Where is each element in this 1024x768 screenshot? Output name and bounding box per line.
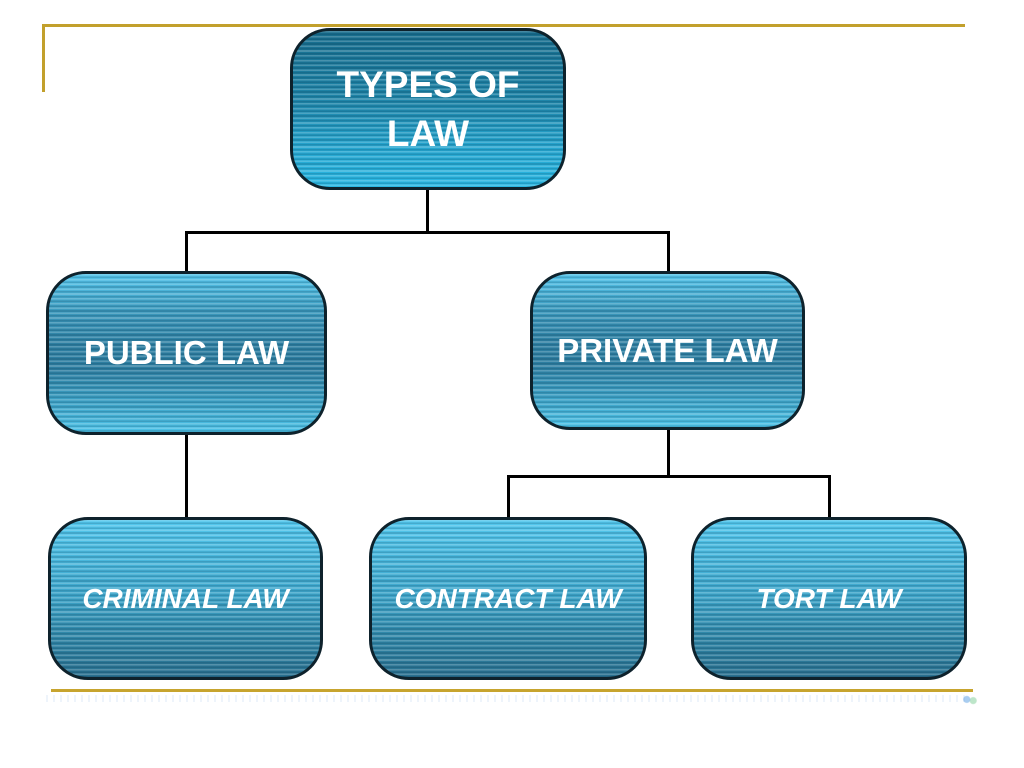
watermark-logo-icon <box>962 694 978 706</box>
node-label: CONTRACT LAW <box>394 582 622 614</box>
node-tort-law: TORT LAW <box>691 517 967 680</box>
connector-bar-to-public <box>185 231 188 274</box>
connector-root-to-level2-stem <box>426 189 429 234</box>
slide-accent-line-bottom <box>51 689 973 692</box>
connector-public-to-criminal <box>185 433 188 520</box>
node-label-line1: TYPES OF <box>336 64 520 105</box>
node-contract-law: CONTRACT LAW <box>369 517 647 680</box>
connector-private-to-level3-stem <box>667 428 670 478</box>
slide-accent-line-top <box>42 24 965 27</box>
connector-level3-bar <box>507 475 831 478</box>
node-label-line2: LAW <box>386 113 470 154</box>
connector-bar-to-private <box>667 231 670 274</box>
connector-bar-to-tort <box>828 475 831 520</box>
node-label: PRIVATE LAW <box>557 331 778 369</box>
node-label: CRIMINAL LAW <box>82 582 289 614</box>
slide-accent-line-left <box>42 24 45 92</box>
node-private-law: PRIVATE LAW <box>530 271 805 430</box>
watermark-strip <box>46 695 966 702</box>
node-types-of-law: TYPES OF LAW <box>290 28 566 190</box>
node-label: PUBLIC LAW <box>83 334 290 371</box>
connector-bar-to-contract <box>507 475 510 520</box>
connector-level2-bar <box>185 231 670 234</box>
node-criminal-law: CRIMINAL LAW <box>48 517 323 680</box>
node-public-law: PUBLIC LAW <box>46 271 327 435</box>
node-label: TORT LAW <box>756 582 902 614</box>
